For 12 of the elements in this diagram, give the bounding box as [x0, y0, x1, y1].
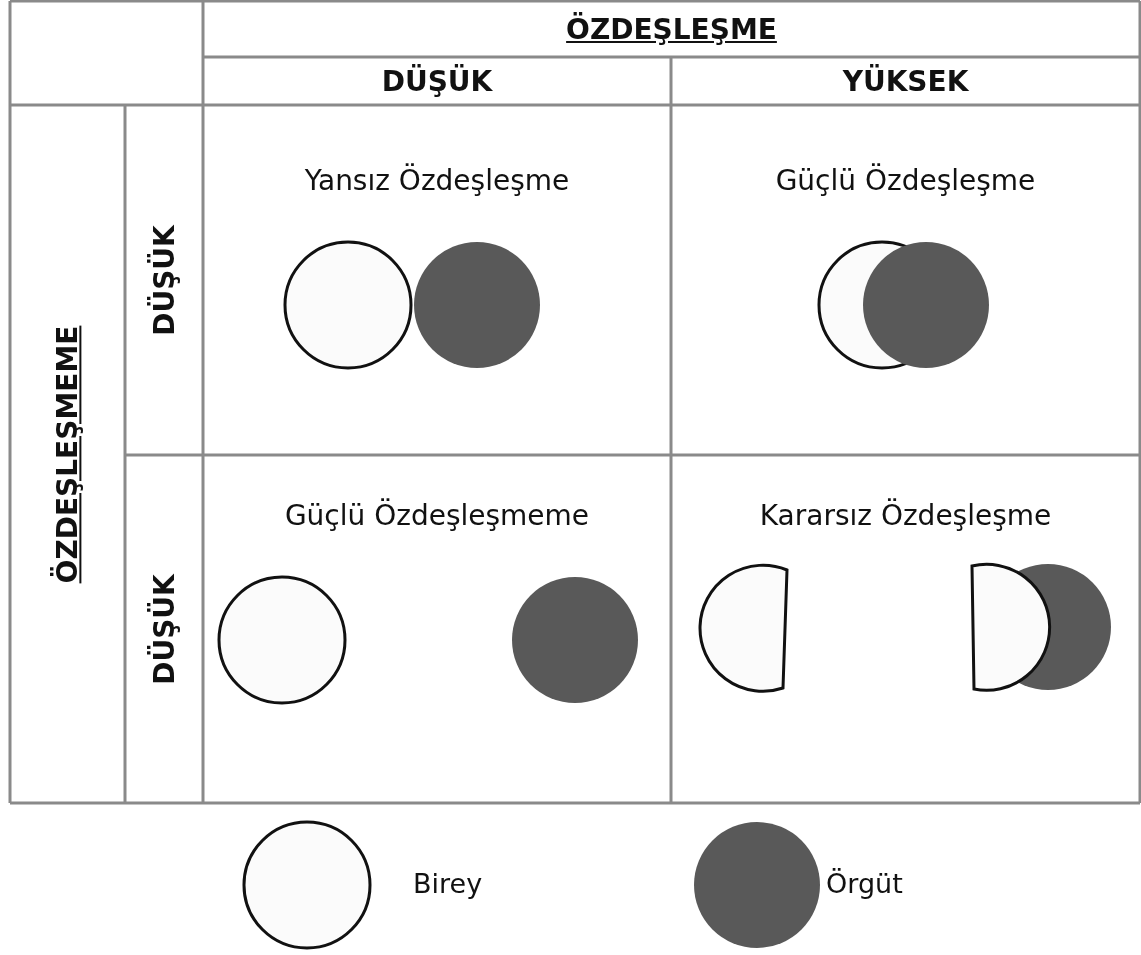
axis-title: ÖZDEŞLEŞMEME — [51, 325, 84, 583]
column-header: DÜŞÜK — [380, 63, 494, 100]
quadrant-title: Güçlü Özdeşleşmeme — [283, 497, 591, 534]
quadrant-title: Kararsız Özdeşleşme — [758, 497, 1053, 534]
quadrant-title: Yansız Özdeşleşme — [303, 162, 571, 199]
row-header: DÜŞÜK — [147, 224, 181, 336]
column-header: YÜKSEK — [841, 63, 970, 100]
legend-label: Örgüt — [826, 868, 903, 899]
legend-label: Birey — [413, 868, 483, 899]
axis-title: ÖZDEŞLEŞME — [565, 11, 778, 48]
row-header: DÜŞÜK — [147, 573, 181, 685]
quadrant-title: Güçlü Özdeşleşme — [774, 162, 1037, 199]
